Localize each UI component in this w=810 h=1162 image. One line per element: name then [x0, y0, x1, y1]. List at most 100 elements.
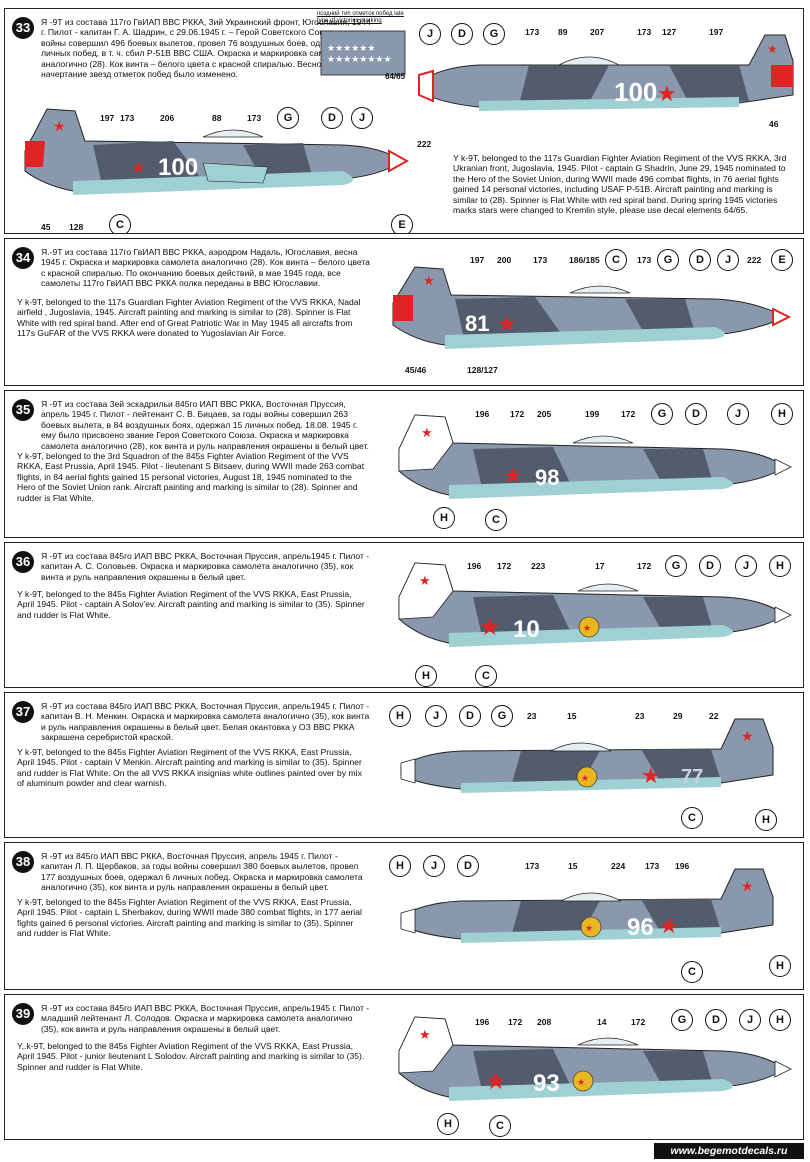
- marker-h: H: [769, 555, 791, 577]
- svg-text:★: ★: [741, 878, 754, 894]
- marker-h: H: [415, 665, 437, 687]
- marker-c: C: [109, 214, 131, 233]
- profile-panel-38: 38 Я -9Т из 845го ИАП ВВС РККА, Восточна…: [4, 842, 804, 990]
- label: 173: [247, 113, 262, 123]
- marker-c: C: [485, 509, 507, 531]
- marker-e: E: [771, 249, 793, 271]
- svg-text:★: ★: [657, 81, 677, 106]
- label: 172: [631, 1017, 646, 1027]
- svg-text:★: ★: [577, 1077, 585, 1087]
- svg-text:★: ★: [485, 1068, 507, 1095]
- label: 173: [120, 113, 135, 123]
- profile-panel-34: 34 Я.-9Т из состава 117го ГвИАП ВВС РККА…: [4, 238, 804, 386]
- svg-text:★: ★: [503, 463, 523, 488]
- marker-j: J: [425, 705, 447, 727]
- marker-g: G: [665, 555, 687, 577]
- svg-text:★: ★: [581, 773, 589, 783]
- label: 173: [525, 861, 540, 871]
- svg-text:★: ★: [585, 923, 593, 933]
- aircraft-profile: ★ 98 ★: [398, 414, 792, 499]
- label: 222: [417, 139, 432, 149]
- website-footer[interactable]: www.begemotdecals.ru: [654, 1143, 804, 1159]
- tactical-number: 98: [535, 465, 559, 490]
- svg-text:★: ★: [741, 728, 754, 744]
- marker-d: D: [457, 855, 479, 877]
- svg-text:★: ★: [659, 913, 679, 938]
- marker-d: D: [705, 1009, 727, 1031]
- marker-g: G: [483, 23, 505, 45]
- english-description: Y k-9T, belonged to the 3rd Squadron of …: [17, 451, 365, 503]
- svg-text:★★★★★★★★: ★★★★★★★★: [327, 54, 392, 64]
- marker-h: H: [389, 705, 411, 727]
- marker-d: D: [451, 23, 473, 45]
- label: 173: [533, 255, 548, 265]
- english-description: Y k-9T, belonged to the 117s Guardian Fi…: [453, 153, 787, 216]
- label: 15: [568, 861, 578, 871]
- label: 196: [467, 561, 482, 571]
- svg-text:★: ★: [423, 273, 435, 288]
- label: 208: [537, 1017, 552, 1027]
- marker-j: J: [739, 1009, 761, 1031]
- svg-text:★: ★: [583, 623, 591, 633]
- marker-j: J: [419, 23, 441, 45]
- marker-c: C: [681, 961, 703, 983]
- russian-description: Я -9Т из состава 845го ИАП ВВС РККА, Вос…: [41, 551, 370, 582]
- label: 23: [635, 711, 645, 721]
- svg-text:★: ★: [53, 118, 66, 134]
- svg-text:★: ★: [641, 763, 661, 788]
- profile-panel-39: 39 Я -9Т из состава 845го ИАП ВВС РККА, …: [4, 994, 804, 1140]
- aircraft-profile: ★ ★ 77 ★: [400, 718, 774, 793]
- svg-text:★★★★★★: ★★★★★★: [327, 43, 375, 53]
- label: 22: [709, 711, 719, 721]
- marker-h: H: [437, 1113, 459, 1135]
- marker-g: G: [671, 1009, 693, 1031]
- panel-number: 33: [12, 17, 34, 39]
- tactical-number: 100: [158, 154, 198, 181]
- label: 196: [475, 1017, 490, 1027]
- marker-c: C: [475, 665, 497, 687]
- marker-h: H: [433, 507, 455, 529]
- label: 205: [537, 409, 552, 419]
- victory-marking-note: поздний тип отметок побед late type of v…: [317, 11, 404, 24]
- panel-number: 35: [12, 399, 34, 421]
- profile-panel-36: 36 Я -9Т из состава 845го ИАП ВВС РККА, …: [4, 542, 804, 688]
- aircraft-profile: 81 ★ ★: [392, 266, 792, 349]
- label: 222: [747, 255, 762, 265]
- label: 45/46: [405, 365, 427, 375]
- aircraft-profile: ★ 96 ★ ★: [400, 868, 774, 943]
- label: 172: [508, 1017, 523, 1027]
- marker-j: J: [727, 403, 749, 425]
- panel-number: 37: [12, 701, 34, 723]
- tactical-number: 93: [533, 1070, 560, 1097]
- russian-description: Я -9Т из состава 3ей эскадрильи 845го ИА…: [41, 399, 369, 451]
- label: 173: [645, 861, 660, 871]
- profile-panel-33: 33 Я -9Т из состава 117го ГвИАП ВВС РККА…: [4, 8, 804, 234]
- russian-description: Я -9Т из состава 845го ИАП ВВС РККА, Вос…: [41, 1003, 370, 1034]
- label: 200: [497, 255, 512, 265]
- label: 173: [525, 27, 540, 37]
- profile-panel-37: 37 Я -9Т из состава 845го ИАП ВВС РККА, …: [4, 692, 804, 838]
- aircraft-profile-left: ★ 100 ★: [24, 108, 410, 195]
- label: 186/185: [569, 255, 600, 265]
- tactical-number: 10: [513, 616, 540, 643]
- english-description: Y k-9T, belonged to the 845s Fighter Avi…: [17, 747, 362, 789]
- panel-number: 34: [12, 247, 34, 269]
- marker-e: E: [391, 214, 413, 233]
- tactical-number: 81: [465, 311, 489, 336]
- label: 17: [595, 561, 605, 571]
- marker-j: J: [351, 107, 373, 129]
- label: 197: [470, 255, 485, 265]
- label: 196: [675, 861, 690, 871]
- marker-h: H: [755, 809, 777, 831]
- panel-number: 36: [12, 551, 34, 573]
- tactical-number: 96: [627, 914, 654, 941]
- label: 172: [510, 409, 525, 419]
- english-description: Y k-9T, belonged to the 845s Fighter Avi…: [17, 589, 365, 620]
- marker-j: J: [423, 855, 445, 877]
- marker-d: D: [699, 555, 721, 577]
- marker-g: G: [657, 249, 679, 271]
- svg-text:★: ★: [421, 425, 433, 440]
- svg-text:★: ★: [497, 311, 517, 336]
- marker-h: H: [771, 403, 793, 425]
